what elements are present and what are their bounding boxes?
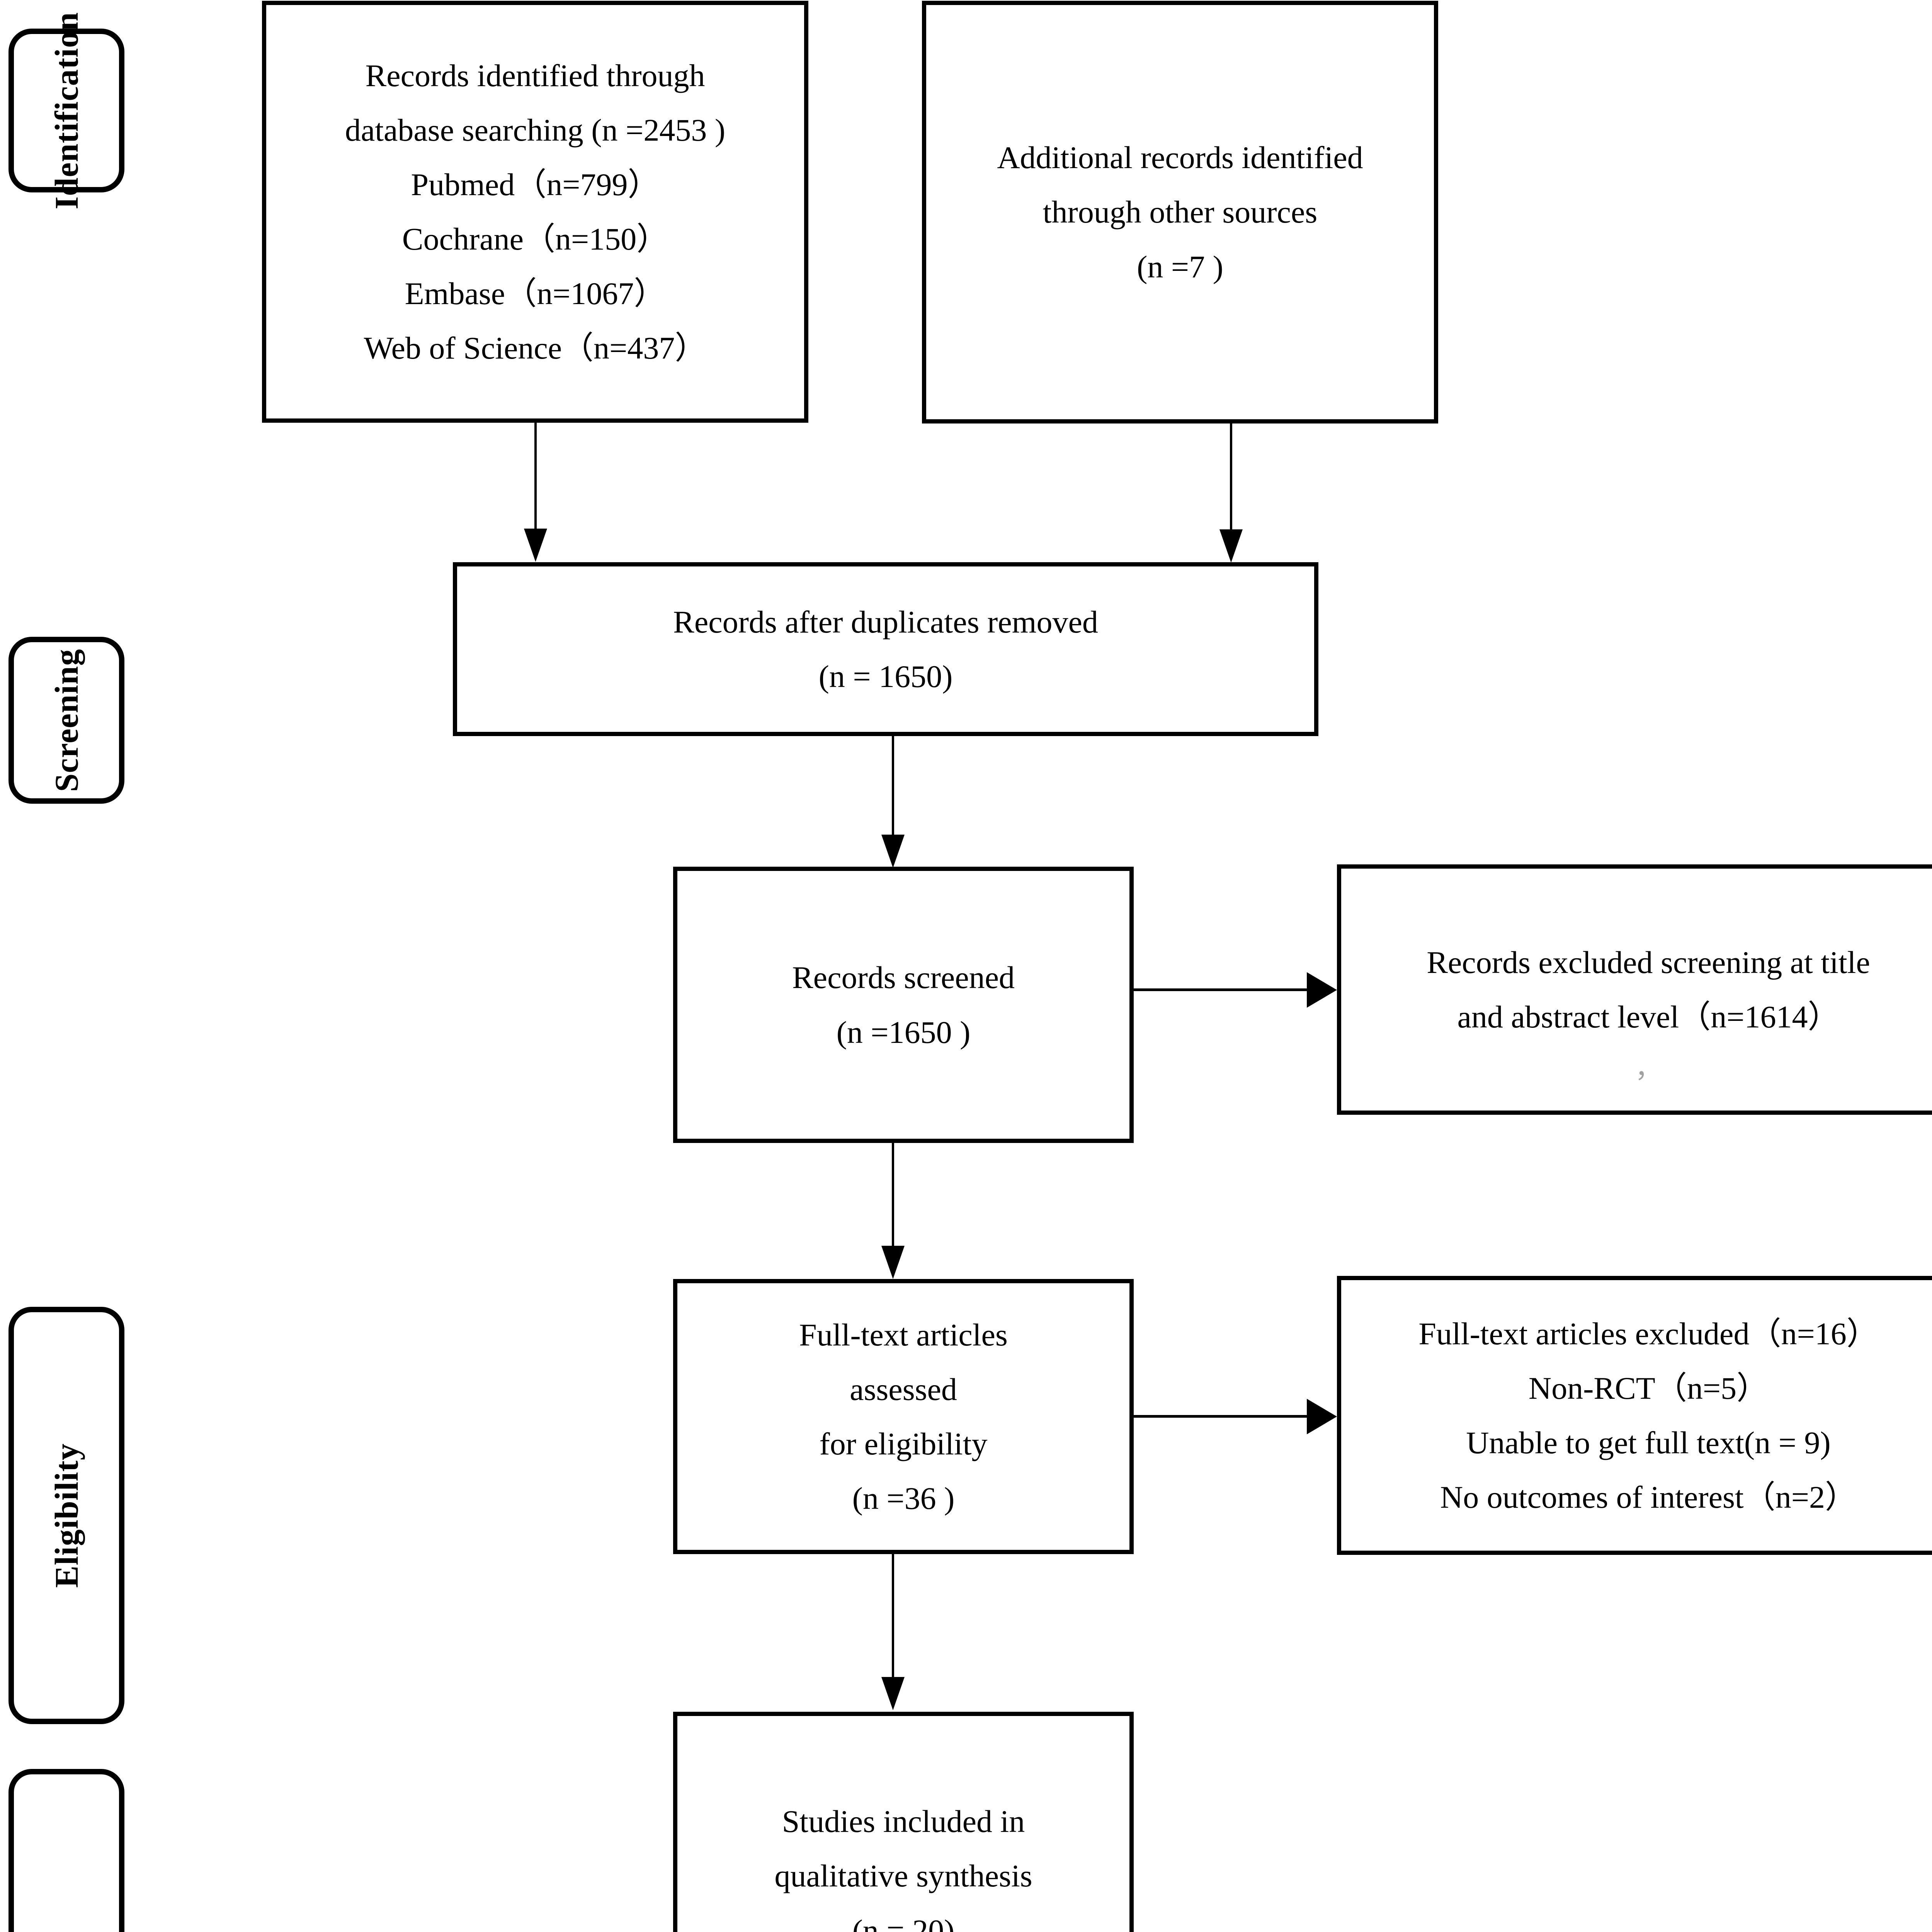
- box-line: Web of Science（n=437）: [364, 330, 707, 366]
- arrow-other-to-duplicates: [1219, 529, 1243, 563]
- arrow-screened-to-fulltext: [881, 1246, 905, 1279]
- box-line: Unable to get full text(n = 9): [1466, 1425, 1831, 1460]
- box-line: Records after duplicates removed: [673, 604, 1098, 639]
- connector-database-to-duplicates: [534, 423, 537, 530]
- box-line: Records identified through: [365, 58, 705, 93]
- connector-fulltext-to-excluded: [1134, 1415, 1308, 1418]
- box-line: Cochrane（n=150）: [402, 221, 668, 257]
- stray-punctuation-artifact: ，: [1635, 1054, 1680, 1083]
- box-line: (n =36 ): [852, 1481, 955, 1516]
- box-line: Additional records identified: [997, 140, 1363, 175]
- connector-screened-to-fulltext: [892, 1143, 894, 1247]
- stage-screening: Screening: [9, 637, 124, 804]
- connector-other-to-duplicates: [1230, 423, 1232, 531]
- box-line: Non-RCT（n=5）: [1528, 1370, 1769, 1406]
- box-records-screened: Records screened (n =1650 ): [673, 867, 1134, 1143]
- stage-screening-label: Screening: [48, 648, 85, 792]
- connector-screened-to-excluded: [1134, 988, 1308, 991]
- box-line: (n =7 ): [1137, 249, 1223, 284]
- box-line: Studies included in: [782, 1804, 1025, 1839]
- box-line: and abstract level（n=1614）: [1457, 999, 1840, 1034]
- arrow-fulltext-to-qualitative: [881, 1677, 905, 1710]
- box-records-excluded: Records excluded screening at title and …: [1337, 864, 1932, 1115]
- box-line: Records screened: [792, 960, 1015, 995]
- box-line: (n = 1650): [818, 659, 953, 694]
- box-line: Embase（n=1067）: [405, 276, 666, 311]
- box-line: Pubmed（n=799）: [411, 167, 660, 202]
- box-line: assessed: [850, 1371, 957, 1407]
- box-line: Records excluded screening at title: [1427, 944, 1870, 980]
- box-line: through other sources: [1043, 194, 1318, 230]
- box-records-identified-database: Records identified through database sear…: [262, 1, 808, 423]
- box-line: No outcomes of interest（n=2）: [1440, 1480, 1857, 1515]
- box-line: database searching (n =2453 ): [345, 112, 726, 148]
- connector-fulltext-to-qualitative: [892, 1554, 894, 1679]
- stage-included: Included: [9, 1769, 124, 1932]
- stage-identification-label: Identification: [48, 12, 85, 209]
- box-records-identified-other: Additional records identified through ot…: [922, 1, 1438, 423]
- box-fulltext-assessed: Full-text articles assessed for eligibil…: [673, 1279, 1134, 1554]
- box-line: Full-text articles: [799, 1317, 1008, 1352]
- box-line: qualitative synthesis: [774, 1858, 1032, 1894]
- stage-eligibility: Eligibility: [9, 1307, 124, 1724]
- box-qualitative-synthesis: Studies included in qualitative synthesi…: [673, 1712, 1134, 1932]
- connector-duplicates-to-screened: [892, 736, 894, 837]
- box-line: Full-text articles excluded（n=16）: [1418, 1316, 1878, 1351]
- arrow-fulltext-to-excluded: [1307, 1399, 1337, 1434]
- arrow-duplicates-to-screened: [881, 835, 905, 868]
- box-line: (n = 20): [852, 1913, 955, 1932]
- arrow-database-to-duplicates: [524, 529, 547, 562]
- stage-identification: Identification: [9, 12, 124, 209]
- box-records-after-duplicates: Records after duplicates removed (n = 16…: [453, 562, 1318, 736]
- box-fulltext-excluded: Full-text articles excluded（n=16） Non-RC…: [1337, 1276, 1932, 1555]
- stage-eligibility-label: Eligibility: [48, 1443, 85, 1588]
- box-line: for eligibility: [819, 1426, 988, 1461]
- box-line: (n =1650 ): [836, 1014, 971, 1050]
- arrow-screened-to-excluded: [1307, 972, 1337, 1008]
